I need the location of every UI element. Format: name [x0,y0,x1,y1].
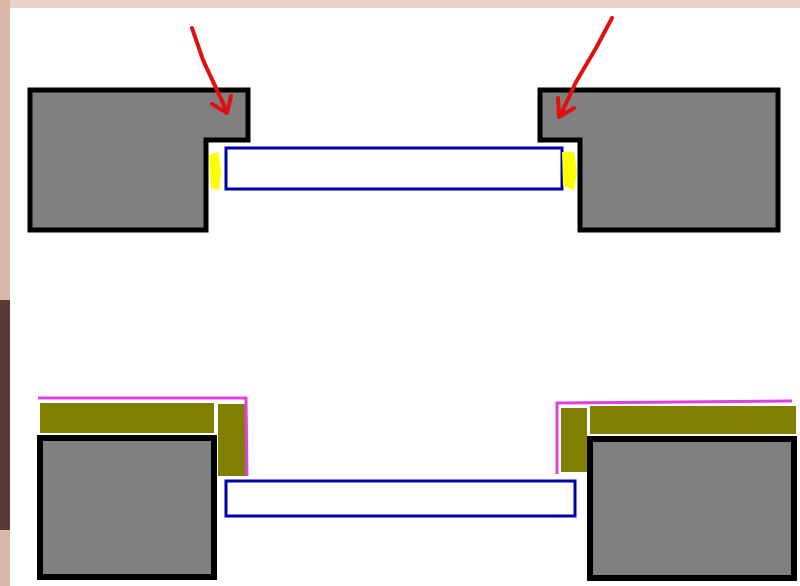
right-wall-bottom [587,436,797,581]
right-arrow [556,16,614,119]
window-frame-bottom [224,479,577,518]
top-detail [27,16,781,233]
right-insulation [590,406,796,434]
bottom-detail [37,396,797,581]
left-sealant [209,152,221,190]
window-frame-top [224,146,564,191]
photo-edge-left [0,0,10,586]
left-membrane [38,396,249,477]
left-arrow [190,26,233,115]
photo-edge-top [0,0,800,8]
left-insulation-side [218,404,246,476]
left-insulation [40,403,214,433]
right-sealant [562,152,577,190]
left-wall-top [27,87,251,233]
left-wall-bottom [37,435,217,580]
photo-edge-left-dark [0,300,10,530]
right-wall-top [537,87,781,233]
right-insulation-side [561,408,587,472]
right-membrane [555,399,793,474]
